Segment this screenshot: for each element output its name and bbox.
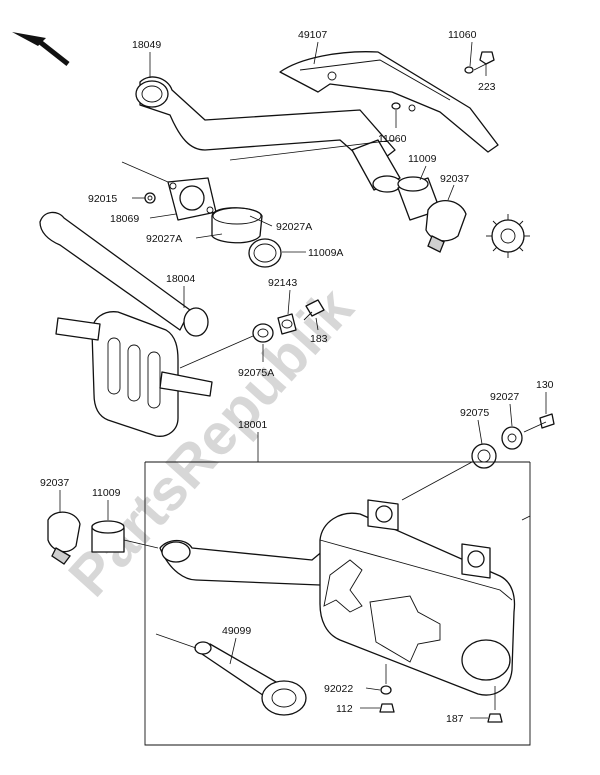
label-11009-lower: 11009 xyxy=(92,487,121,499)
label-92027A-right: 92027A xyxy=(276,221,312,233)
collar-92027A[interactable] xyxy=(211,207,263,244)
label-18004: 18004 xyxy=(166,273,195,285)
label-11009A: 11009A xyxy=(308,247,343,259)
screw-187[interactable] xyxy=(487,713,503,723)
assembly-box-18001 xyxy=(144,461,531,746)
label-223: 223 xyxy=(478,81,496,93)
spark-arrester-49099[interactable] xyxy=(194,641,307,716)
clamp-92037-top[interactable] xyxy=(425,200,467,253)
header-pipe-18049[interactable] xyxy=(135,76,402,193)
label-49107: 49107 xyxy=(298,29,327,41)
clamp-92037-lower[interactable] xyxy=(47,511,81,565)
label-11060-mid: 11060 xyxy=(378,133,407,145)
label-183: 183 xyxy=(310,333,328,345)
label-92027: 92027 xyxy=(490,391,519,403)
label-187: 187 xyxy=(446,713,464,725)
front-direction-arrow-icon xyxy=(12,32,70,66)
label-92037-top: 92037 xyxy=(440,173,469,185)
label-112: 112 xyxy=(336,703,353,715)
leader-lines xyxy=(59,41,547,719)
label-92143: 92143 xyxy=(268,277,297,289)
silencer-18004[interactable] xyxy=(39,211,213,437)
bolt-223[interactable] xyxy=(473,51,495,71)
heat-guard-49107[interactable] xyxy=(279,51,499,153)
bolt-183[interactable] xyxy=(303,299,325,321)
flange-18069[interactable] xyxy=(167,177,217,221)
label-92027A-left: 92027A xyxy=(146,233,182,245)
label-18001: 18001 xyxy=(238,419,267,431)
label-11060-top: 11060 xyxy=(448,29,477,41)
collar-92027[interactable] xyxy=(501,426,523,450)
label-92037-lower: 92037 xyxy=(40,477,69,489)
gasket-11009A[interactable] xyxy=(248,238,282,268)
label-18069: 18069 xyxy=(110,213,139,225)
washer-11060-top[interactable] xyxy=(464,66,474,74)
label-49099: 49099 xyxy=(222,625,251,637)
bolt-130[interactable] xyxy=(523,413,555,433)
label-92022: 92022 xyxy=(324,683,353,695)
part-labels: 18049 49107 11060 223 11060 11009 92037 … xyxy=(40,29,554,725)
label-11009-top: 11009 xyxy=(408,153,437,165)
label-18049: 18049 xyxy=(132,39,161,51)
collar-92143[interactable] xyxy=(277,313,297,335)
washer-11060-mid[interactable] xyxy=(391,102,401,110)
screw-112[interactable] xyxy=(379,703,395,713)
muffler-18001[interactable] xyxy=(159,499,516,696)
label-92075A: 92075A xyxy=(238,367,274,379)
label-130: 130 xyxy=(536,379,554,391)
gear-icon xyxy=(486,214,530,258)
label-92075: 92075 xyxy=(460,407,489,419)
damper-92075[interactable] xyxy=(471,443,497,469)
label-92015: 92015 xyxy=(88,193,117,205)
gasket-11009-lower[interactable] xyxy=(91,520,125,553)
damper-92075A[interactable] xyxy=(252,323,274,343)
washer-92022[interactable] xyxy=(380,685,392,695)
nut-92015[interactable] xyxy=(144,192,156,204)
